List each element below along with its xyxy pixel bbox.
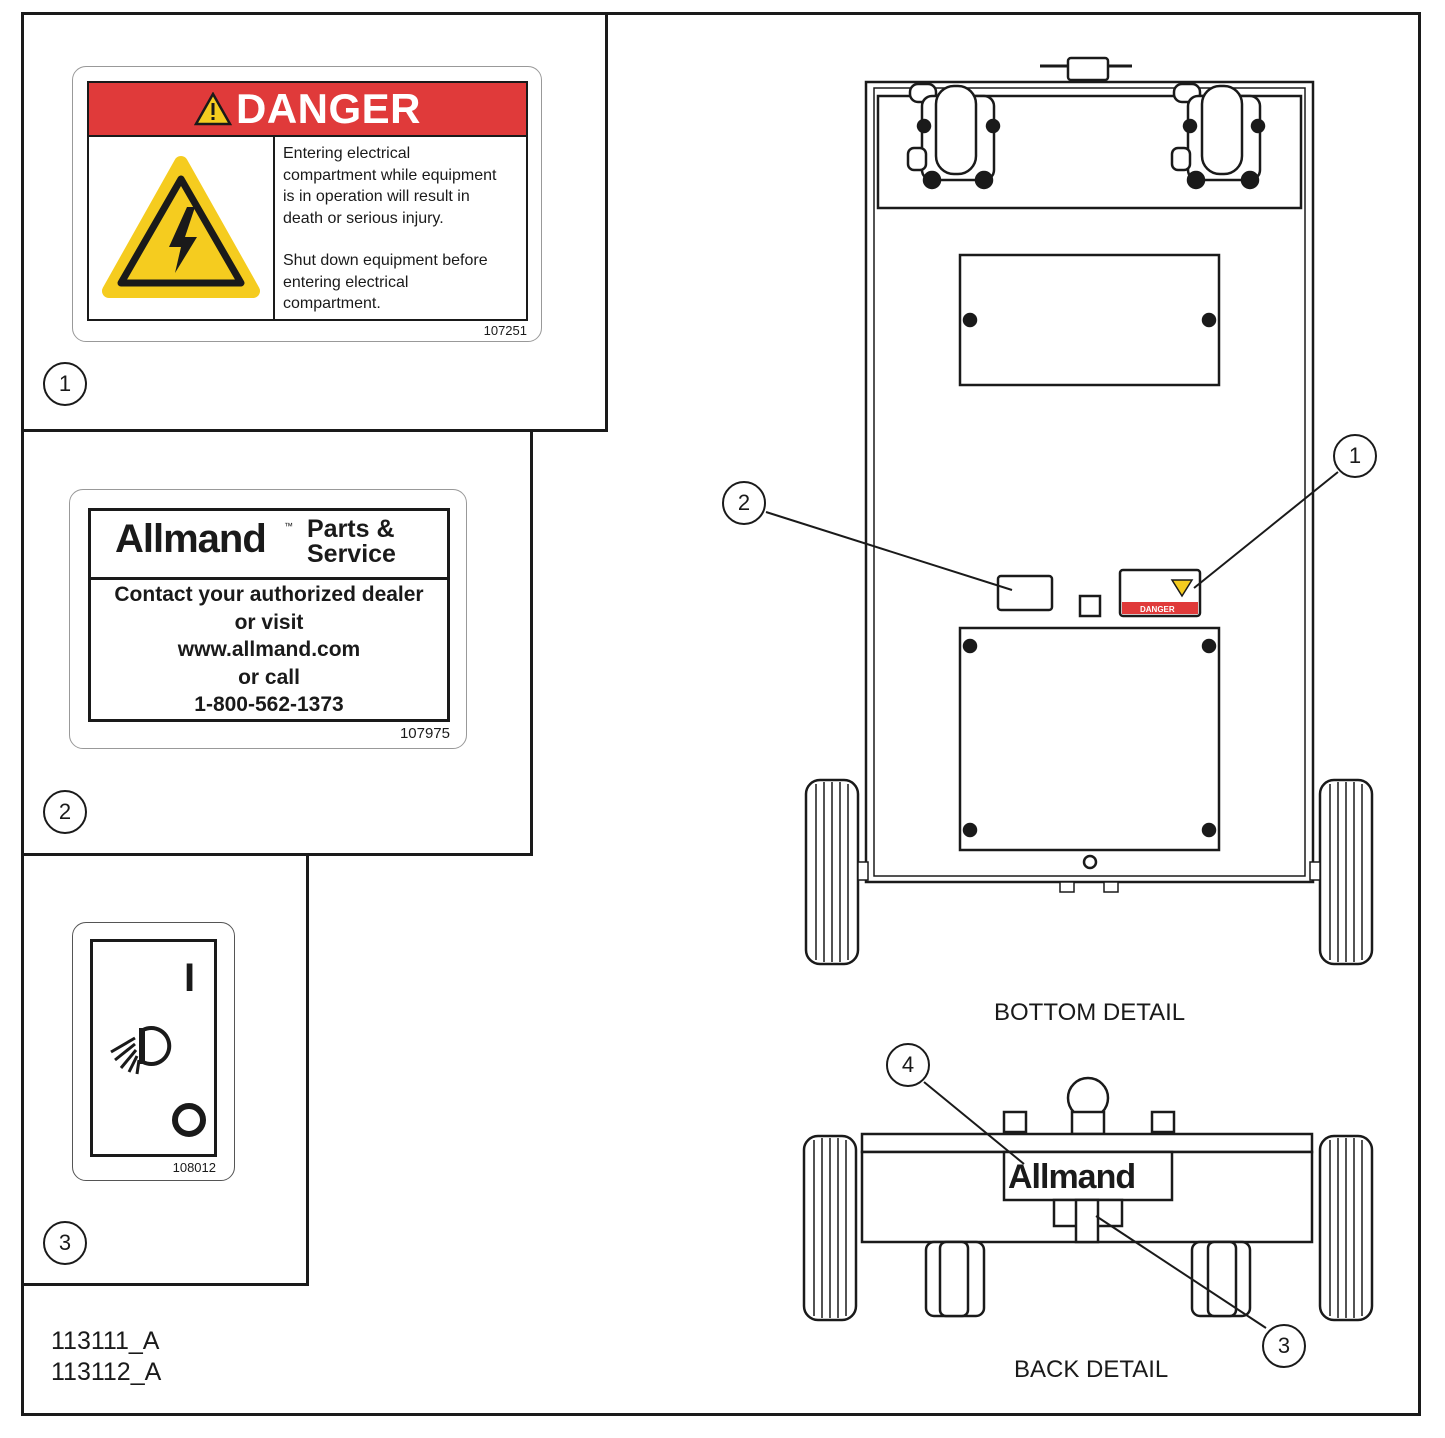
- danger-text-line: entering electrical: [283, 273, 409, 291]
- back-detail-title: BACK DETAIL: [1014, 1356, 1169, 1383]
- danger-text-line: Shut down equipment before: [283, 252, 488, 269]
- contact-line: or visit: [234, 610, 304, 634]
- callout-3-back: 3: [1262, 1324, 1306, 1368]
- danger-divider: [273, 135, 275, 319]
- light-switch-decal: I 108012: [72, 922, 235, 1181]
- parts-service-border: Allmand ™ Parts & Service Contact your a…: [88, 508, 450, 722]
- electric-shock-icon: [102, 156, 260, 298]
- callout-2-decal: 2: [43, 790, 87, 834]
- mini-decal-danger-text: DANGER: [1140, 605, 1175, 614]
- danger-text-line: compartment.: [283, 295, 381, 312]
- parts-service-decal: Allmand ™ Parts & Service Contact your a…: [69, 489, 467, 749]
- warning-triangle-icon: [193, 92, 232, 126]
- bottom-detail-title: BOTTOM DETAIL: [994, 999, 1186, 1026]
- danger-message: Entering electrical compartment while eq…: [283, 143, 527, 336]
- part-number-108012: 108012: [172, 1160, 216, 1175]
- danger-decal-border: DANGER Entering electrical compartment w…: [87, 81, 528, 321]
- danger-title: DANGER: [235, 85, 421, 132]
- light-switch-border: I: [90, 939, 217, 1157]
- danger-text-line: Entering electrical: [283, 145, 411, 162]
- danger-header: DANGER: [89, 83, 526, 137]
- callout-1-decal: 1: [43, 362, 87, 406]
- bottom-detail-drawing: DANGER: [765, 56, 1374, 966]
- right-caster: [1170, 82, 1266, 190]
- callout-3-decal: 3: [43, 1221, 87, 1265]
- parts-service-header: Allmand ™ Parts & Service: [91, 511, 447, 580]
- left-caster: [906, 82, 1001, 190]
- callout-1-bottom: 1: [1333, 434, 1377, 478]
- contact-line: or call: [238, 665, 300, 689]
- back-left-wheel: [802, 1134, 858, 1322]
- back-allmand-logo: Allmand: [1008, 1158, 1135, 1196]
- back-detail-drawing: Allmand: [802, 1076, 1374, 1329]
- website-text: www.allmand.com: [177, 638, 361, 661]
- callout-2-bottom: 2: [722, 481, 766, 525]
- danger-text-line: death or serious injury.: [283, 209, 444, 227]
- callout-4-back: 4: [886, 1043, 930, 1087]
- trademark-symbol: ™: [284, 521, 293, 531]
- document-codes: 113111_A 113112_A: [51, 1326, 161, 1388]
- part-number-107975: 107975: [399, 725, 450, 742]
- work-light-icon: [110, 1026, 172, 1075]
- danger-decal: DANGER Entering electrical compartment w…: [72, 66, 542, 342]
- document-code: 113112_A: [51, 1358, 162, 1386]
- phone-number: 1-800-562-1373: [194, 693, 344, 716]
- decal-panel-3: [21, 853, 309, 1286]
- on-symbol: I: [184, 956, 196, 1000]
- danger-text-line: is in operation will result in: [283, 188, 470, 205]
- danger-text-line: compartment while equipment: [283, 166, 497, 184]
- part-number-107251: 107251: [483, 323, 527, 338]
- parts-service-heading: Parts & Service: [307, 515, 396, 568]
- off-symbol-icon: [172, 1103, 206, 1137]
- contact-text: Contact your authorized dealer or visit …: [91, 581, 447, 719]
- allmand-logo: Allmand: [115, 517, 267, 561]
- back-right-wheel: [1318, 1134, 1374, 1322]
- left-wheel: [804, 778, 869, 966]
- right-wheel: [1309, 778, 1374, 966]
- document-code: 113111_A: [51, 1327, 160, 1355]
- contact-line: Contact your authorized dealer: [114, 583, 424, 606]
